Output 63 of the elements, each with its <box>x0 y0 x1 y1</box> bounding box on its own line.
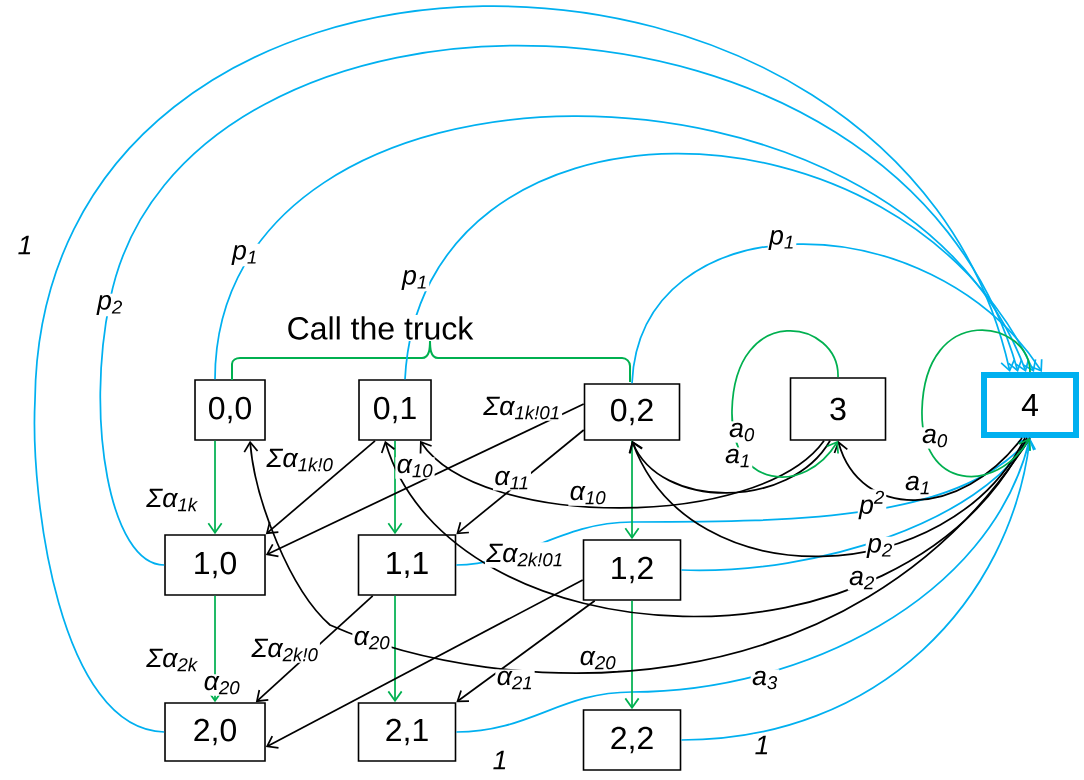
arrow <box>207 439 223 535</box>
state-box: 1,0 <box>164 534 266 596</box>
state-box: 0,2 <box>583 383 681 441</box>
edge-label: a$_{1}$ <box>903 474 933 496</box>
arrow <box>419 439 825 509</box>
arrow <box>456 599 596 703</box>
arrow <box>99 45 1023 566</box>
edge-label: p$_{2}$ <box>95 293 125 317</box>
edge-label: α$_{11}$ <box>493 469 531 491</box>
edge-label: p$_{2}$ <box>865 536 895 560</box>
edge-label: Σα$_{2k!0}$ <box>250 637 320 663</box>
state-box: 1,1 <box>357 534 457 596</box>
state-box: 3 <box>789 377 887 441</box>
arrow <box>265 403 585 558</box>
edge-label: a$_{3}$ <box>750 669 780 691</box>
arrow <box>624 439 640 540</box>
edge-label: p$^{2}$ <box>857 489 887 521</box>
edge-label: p$_{1}$ <box>230 243 260 267</box>
arrow <box>387 439 403 535</box>
state-box: 2,2 <box>582 709 682 771</box>
state-box: 0,1 <box>358 379 432 441</box>
edge-label: a$_{0}$ <box>727 421 757 443</box>
edge-label: α$_{20}$ <box>352 629 392 651</box>
edge-label: α$_{21}$ <box>495 669 535 691</box>
bracket-label: Call the truck <box>285 314 475 342</box>
edge-label: p$_{1}$ <box>767 228 797 252</box>
arrow <box>921 329 1031 478</box>
arrow <box>629 439 831 494</box>
edge-label: Σα$_{1k!0}$ <box>265 447 335 473</box>
arrow <box>243 437 1031 674</box>
arrow <box>624 599 640 710</box>
edge-label: α$_{10}$ <box>568 484 608 506</box>
edge-label: 1 <box>753 734 771 756</box>
edge-label: a$_{1}$ <box>723 447 753 469</box>
edge-label: Σα$_{1k}$ <box>144 487 200 513</box>
arrow <box>833 437 1023 501</box>
state-box: 4 <box>981 372 1079 438</box>
edge-label: 1 <box>16 234 34 256</box>
arrow <box>631 243 1043 385</box>
arrow <box>380 437 1028 618</box>
arrow <box>731 330 839 478</box>
edge-label: Σα$_{2k!01}$ <box>484 542 566 568</box>
state-box: 2,0 <box>164 702 266 762</box>
state-box: 2,1 <box>357 702 457 762</box>
arrow <box>680 438 1037 741</box>
arrow <box>455 438 1035 733</box>
arrow <box>628 437 1026 558</box>
arrow <box>265 439 376 535</box>
arrow <box>404 152 1037 381</box>
edge-label: Σα$_{2k}$ <box>144 647 200 673</box>
edge-label: p$_{1}$ <box>400 268 430 292</box>
arrow <box>265 579 584 749</box>
state-box: 1,2 <box>582 539 682 601</box>
arrow <box>387 594 403 703</box>
edge-label: a$_{0}$ <box>920 427 950 449</box>
state-box: 0,0 <box>194 379 266 441</box>
edge-label: α$_{10}$ <box>395 457 435 479</box>
state-label: α$_{20}$ <box>202 674 242 696</box>
arrow <box>214 115 1030 381</box>
edge-label: α$_{20}$ <box>578 649 618 671</box>
state-label: 1 <box>491 749 509 771</box>
edge-label: a$_{2}$ <box>847 569 877 591</box>
edge-label: Σα$_{1k!01}$ <box>481 395 563 421</box>
